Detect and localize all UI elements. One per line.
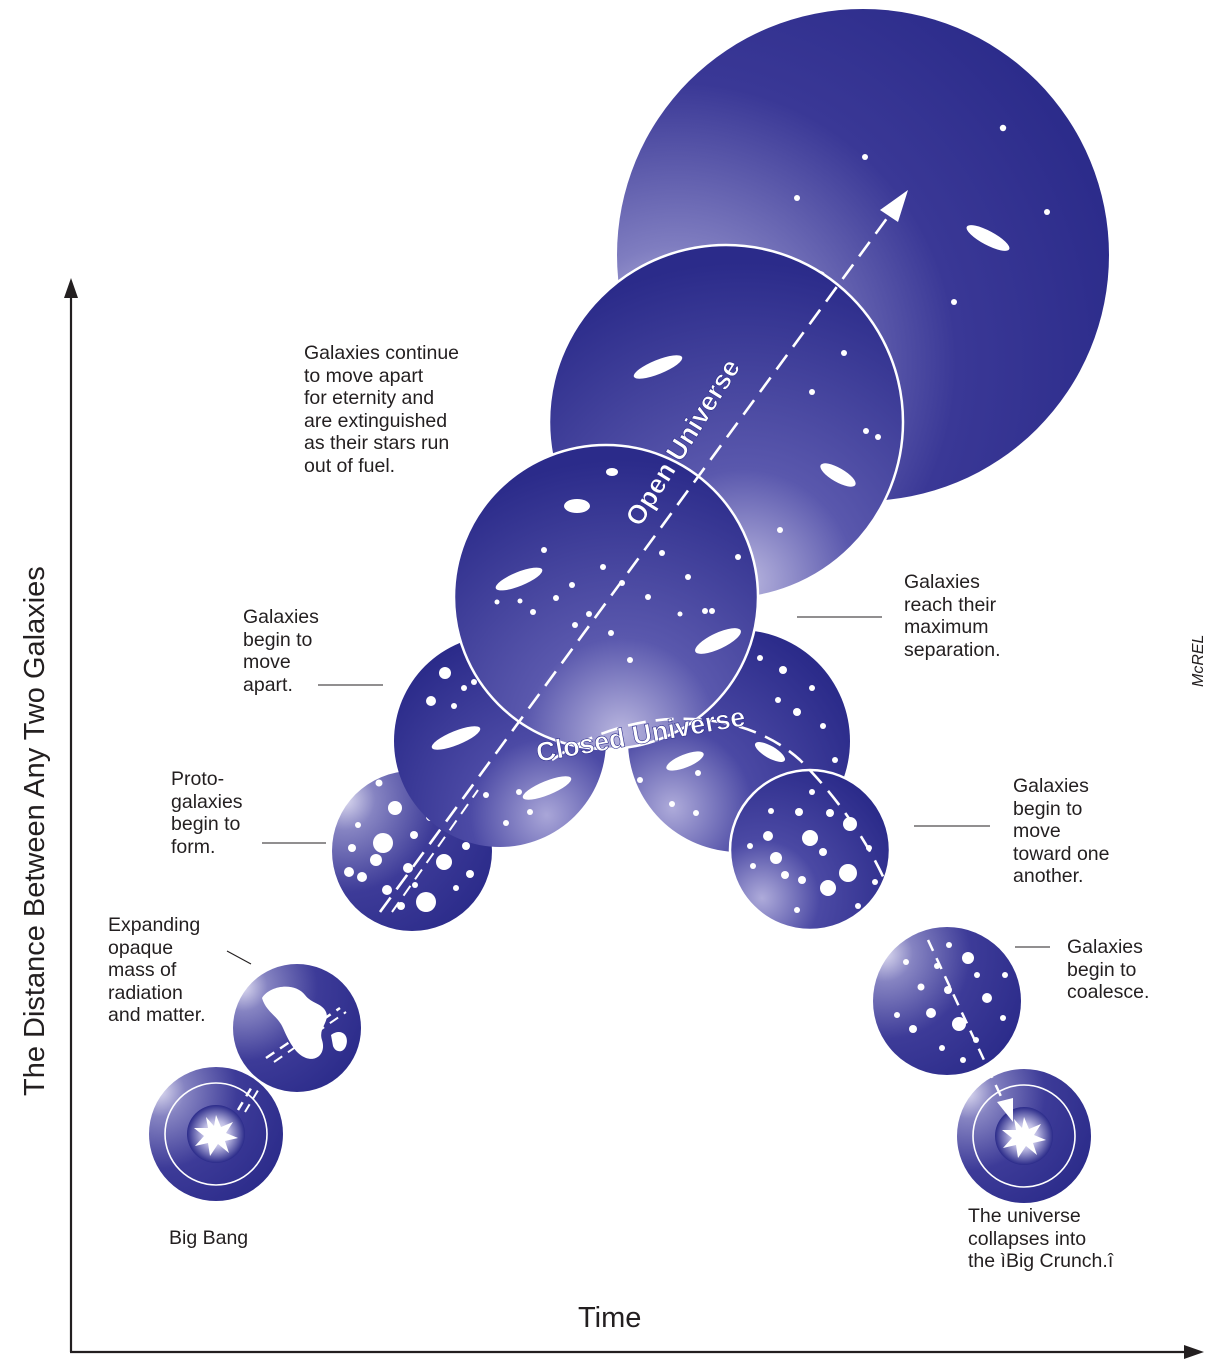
credit-mcrel: McREL	[1190, 634, 1207, 687]
big-bang-trajectory	[236, 1084, 255, 1111]
big-bang-burst	[194, 1115, 238, 1156]
big-crunch-burst	[1002, 1117, 1046, 1158]
protogalaxy-path-secondary	[391, 789, 479, 913]
x-axis-arrowhead	[1184, 1345, 1204, 1359]
y-axis-arrowhead	[64, 278, 78, 298]
opaque-mass-shape	[262, 986, 347, 1059]
label-expanding-mass: Expanding opaque mass of radiation and m…	[108, 914, 206, 1026]
sphere-expanding-mass	[233, 964, 361, 1092]
x-axis-label: Time	[578, 1302, 642, 1334]
sphere-toward-one-another	[728, 768, 892, 932]
sphere-open-universe-medium-front	[452, 443, 760, 751]
label-big-crunch: The universe collapses into the ìBig Cru…	[968, 1205, 1114, 1272]
open-universe-arrowhead	[880, 190, 908, 222]
axes	[64, 278, 1204, 1359]
expanding-trajectory	[265, 1006, 341, 1060]
expanding-trajectory-2	[273, 1011, 347, 1063]
sphere-big-crunch	[957, 1069, 1091, 1203]
trajectories	[236, 190, 1013, 1122]
sphere-coalesce	[873, 927, 1021, 1075]
closed-universe-path	[551, 717, 892, 893]
leader-lines	[226, 616, 1050, 965]
coalesce-arrowhead	[997, 1098, 1013, 1122]
y-axis-label: The Distance Between Any Two Galaxies	[19, 566, 51, 1096]
label-max-separation: Galaxies reach their maximum separation.	[904, 571, 1001, 661]
coalesce-path	[926, 939, 1007, 1106]
label-toward-one-another: Galaxies begin to move toward one anothe…	[1013, 775, 1110, 887]
label-big-bang: Big Bang	[169, 1227, 249, 1249]
open-universe-path	[378, 209, 895, 913]
sphere-big-bang	[149, 1067, 283, 1201]
label-eternity: Galaxies continue to move apart for eter…	[304, 342, 460, 477]
label-coalesce: Galaxies begin to coalesce.	[1067, 936, 1150, 1003]
label-move-apart: Galaxies begin to move apart.	[243, 606, 319, 696]
leader-expanding	[226, 950, 252, 965]
big-bang-trajectory-2	[244, 1086, 261, 1113]
label-protogalaxies: Proto- galaxies begin to form.	[171, 768, 243, 858]
